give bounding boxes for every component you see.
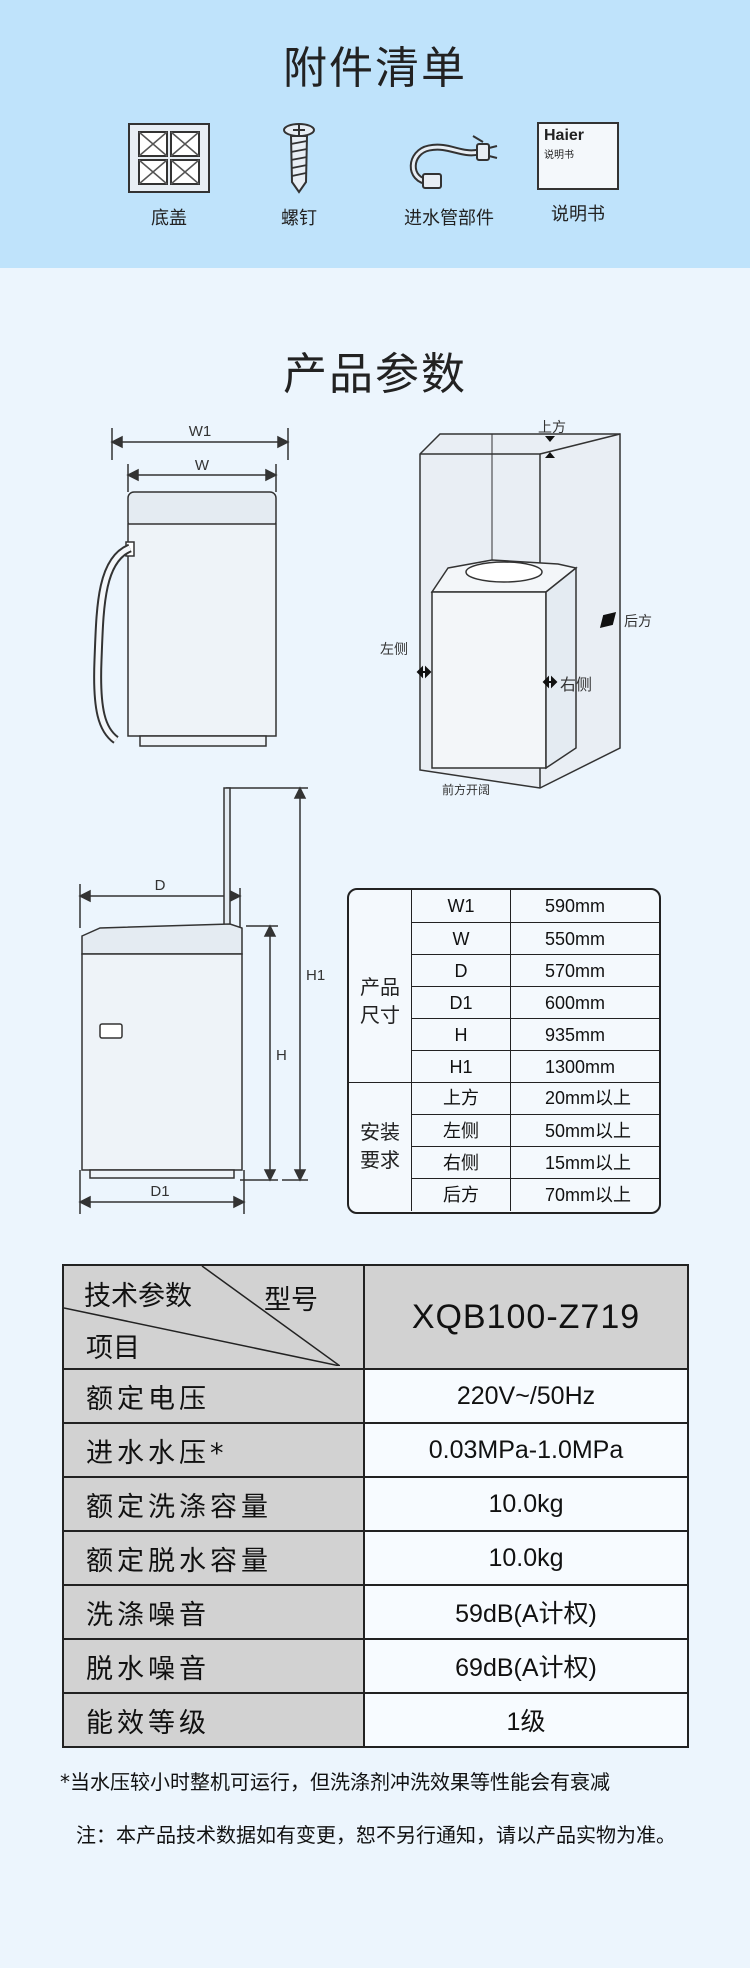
install-top-label: 上方 xyxy=(538,420,566,436)
install-group-label: 安装要求 xyxy=(360,1120,400,1172)
dim-h-label: H xyxy=(276,1047,287,1064)
dim-w1-label: W1 xyxy=(189,423,212,440)
accessory-bottom-cover: 底盖 xyxy=(109,122,229,230)
manual-caption: 说明书 xyxy=(544,150,574,161)
dim-h1-label: H1 xyxy=(306,967,325,984)
install-left-label: 左侧 xyxy=(380,642,408,658)
spec-model: XQB100-Z719 xyxy=(363,1264,689,1370)
accessories-title: 附件清单 xyxy=(283,43,467,94)
spec-header-tech: 技术参数 xyxy=(84,1281,192,1312)
accessory-label: 底盖 xyxy=(151,208,187,229)
side-view-diagram: D D1 H H1 xyxy=(78,786,325,1214)
spec-header-item: 项目 xyxy=(86,1333,140,1364)
dim-d1-label: D1 xyxy=(150,1183,169,1200)
disclaimer: 注：本产品技术数据如有变更，恕不另行通知，请以产品实物为准。 xyxy=(76,1823,676,1847)
dim-d-label: D xyxy=(155,877,166,894)
install-back-label: 后方 xyxy=(624,614,652,630)
manual-brand: Haier xyxy=(544,127,585,144)
footnote: *当水压较小时整机可运行，但洗涤剂冲洗效果等性能会有衰减 xyxy=(60,1770,610,1794)
size-group-label: 产品尺寸 xyxy=(360,975,400,1027)
screw-icon xyxy=(283,123,315,194)
spec-row: 进水水压*0.03MPa-1.0MPa xyxy=(62,1422,689,1478)
inlet-hose-icon xyxy=(409,135,498,189)
spec-header-model: 型号 xyxy=(264,1285,318,1316)
accessory-label: 说明书 xyxy=(551,204,605,225)
install-space-diagram: 上方 后方 左侧 右侧 前方开阔 xyxy=(380,420,652,797)
spec-header-row: 技术参数 型号 项目 XQB100-Z719 xyxy=(62,1264,689,1370)
accessory-label: 螺钉 xyxy=(281,208,317,229)
spec-header-corner: 技术参数 型号 项目 xyxy=(62,1264,365,1370)
manual-icon: Haier 说明书 xyxy=(537,122,619,190)
accessory-manual: Haier 说明书 说明书 xyxy=(518,122,638,226)
params-title: 产品参数 xyxy=(283,349,467,400)
install-front-label: 前方开阔 xyxy=(442,782,490,797)
accessory-inlet-hose: 进水管部件 xyxy=(379,122,519,230)
dim-w-label: W xyxy=(195,457,210,474)
front-view-diagram: W1 W xyxy=(93,423,290,747)
accessory-label: 进水管部件 xyxy=(404,208,494,229)
install-right-label: 右侧 xyxy=(560,675,592,694)
bottom-cover-icon xyxy=(128,123,210,193)
accessories-section xyxy=(0,0,750,268)
accessory-screw: 螺钉 xyxy=(239,122,359,230)
